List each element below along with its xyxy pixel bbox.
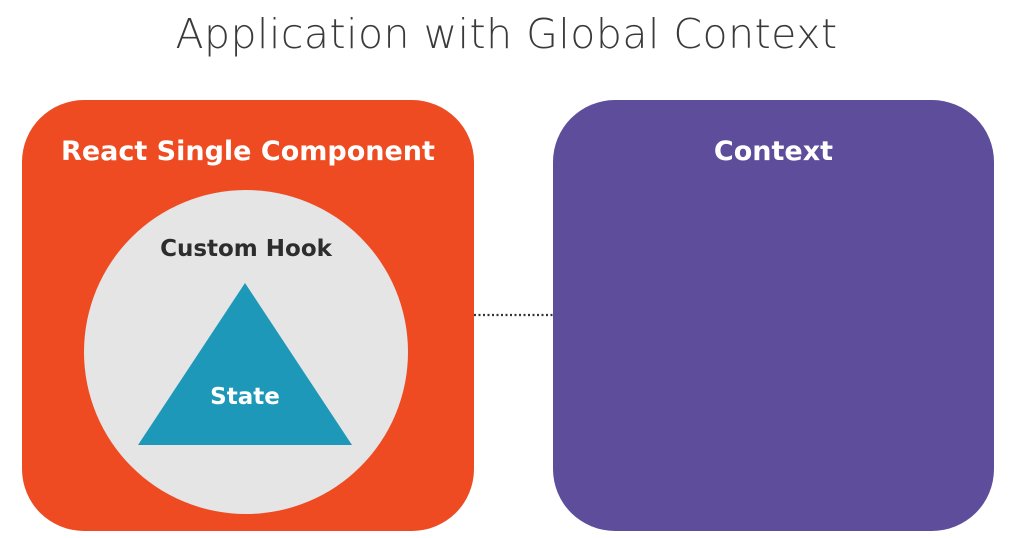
react-single-component-label: React Single Component bbox=[61, 136, 435, 167]
state-triangle bbox=[138, 283, 352, 445]
state-triangle-shape bbox=[138, 283, 352, 445]
custom-hook-label: Custom Hook bbox=[160, 236, 332, 262]
custom-hook-circle: Custom Hook bbox=[84, 190, 408, 514]
context-label: Context bbox=[713, 136, 834, 167]
state-label: State bbox=[210, 384, 280, 410]
context-box: Context bbox=[553, 100, 994, 531]
dotted-connector-line bbox=[474, 313, 554, 317]
diagram-title: Application with Global Context bbox=[175, 10, 838, 58]
